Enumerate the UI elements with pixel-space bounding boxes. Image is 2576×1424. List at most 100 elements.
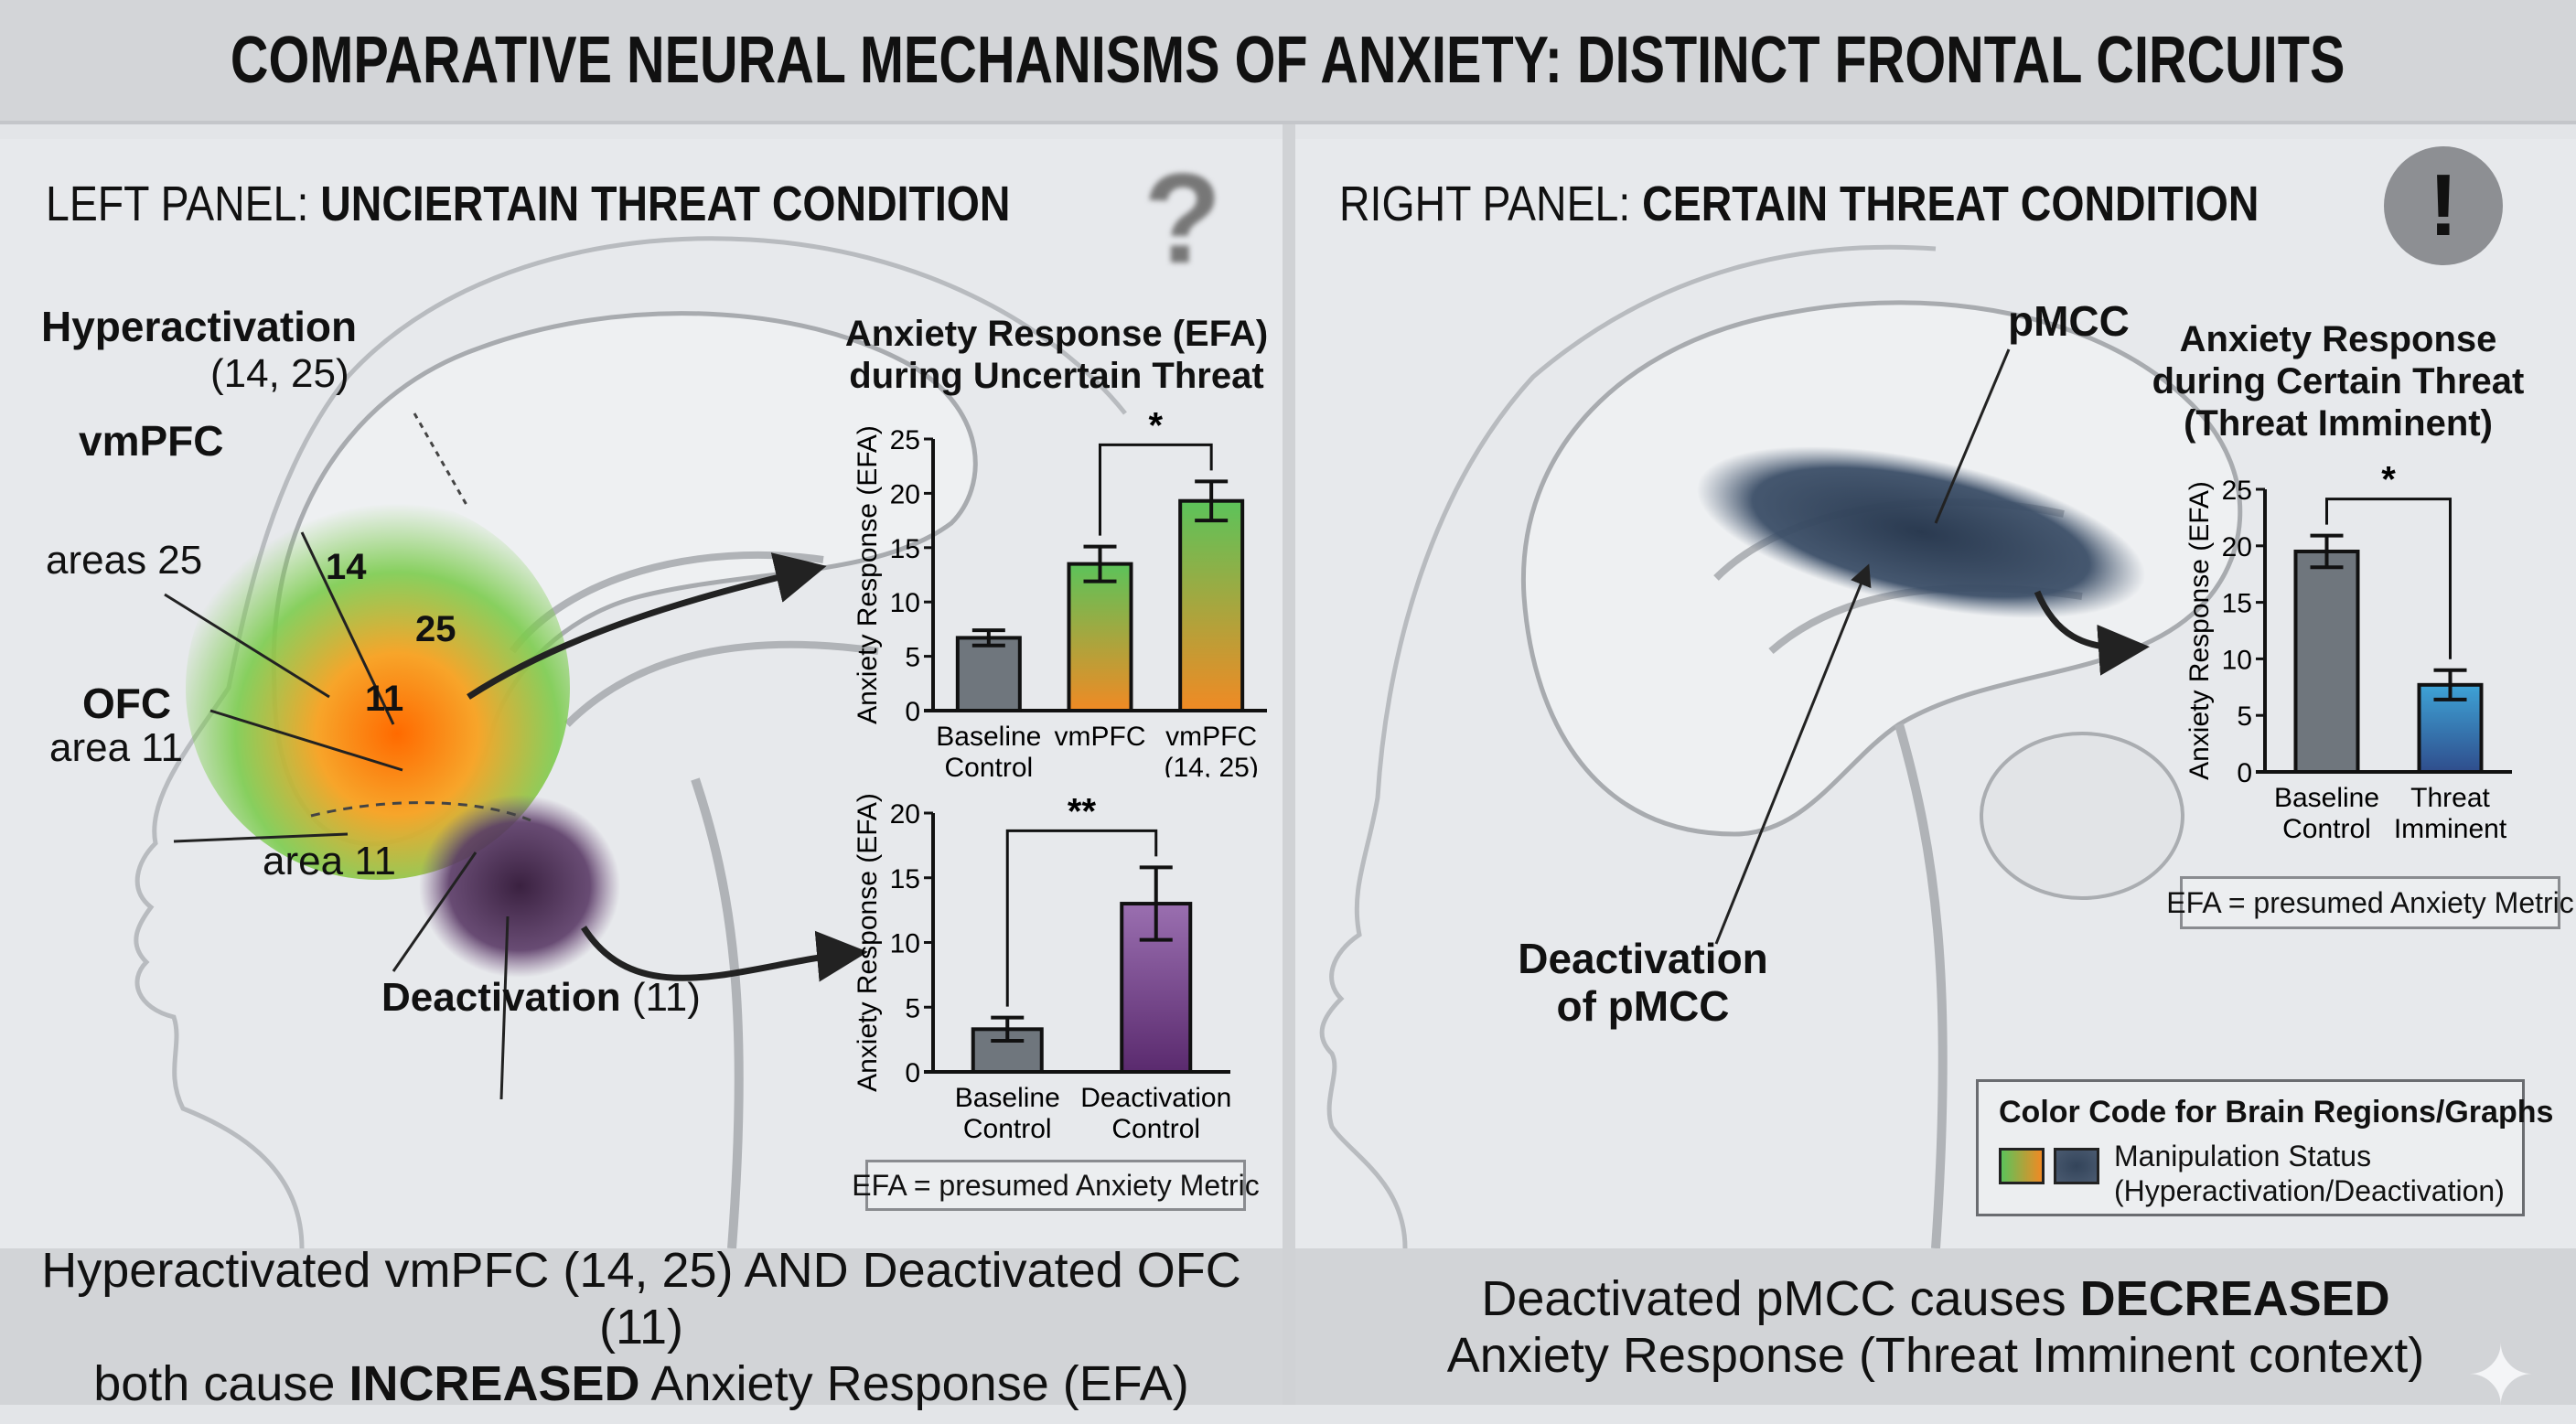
brainstem: [1894, 723, 1948, 1248]
arrow-to-chart3: [2034, 590, 2150, 676]
left-caption-line2: both cause INCREASED Anxiety Response (E…: [93, 1355, 1189, 1412]
caption-emphasis: INCREASED: [349, 1355, 640, 1411]
efa-note-right: EFA = presumed Anxiety Metric: [2166, 876, 2574, 929]
left-panel: LEFT PANEL: UNCIERTAIN THREAT CONDITION …: [0, 139, 1283, 1411]
y-tick-label: 5: [905, 993, 920, 1023]
page-title: COMPARATIVE NEURAL MECHANISMS OF ANXIETY…: [231, 24, 2345, 97]
exclamation-icon: !: [2384, 146, 2503, 265]
significance-bracket: [1099, 443, 1213, 536]
chart1-title-line1: Anxiety Response (EFA): [844, 314, 1269, 354]
right-caption-line1: Deactivated pMCC causes DECREASED: [1481, 1270, 2389, 1327]
region-11: 11: [365, 679, 404, 719]
legend-swatch-hyperactivation: [1999, 1148, 2045, 1184]
significance-label: *: [2381, 460, 2396, 500]
chart1-title-line2: during Uncertain Threat: [849, 356, 1264, 396]
left-caption-line1: Hyperactivated vmPFC (14, 25) AND Deacti…: [41, 1242, 1241, 1354]
y-tick-label: 10: [890, 929, 920, 959]
deactivation-area: (11): [631, 975, 701, 1020]
legend-line2: (Hyperactivation/Deactivation): [2114, 1174, 2505, 1207]
x-tick-label: (14, 25): [1164, 753, 1258, 777]
y-tick-label: 5: [2237, 701, 2252, 732]
y-tick-label: 25: [890, 425, 920, 455]
label-vmpfc: vmPFC: [79, 417, 224, 465]
caption-text: Anxiety Response (EFA): [639, 1355, 1189, 1411]
error-bar: [1195, 479, 1229, 523]
panel-title-condition: CERTAIN THREAT CONDITION: [1642, 177, 2259, 231]
x-tick-label: Deactivation: [1080, 1083, 1231, 1113]
legend-line1: Manipulation Status: [2114, 1140, 2372, 1172]
panel-title-prefix: RIGHT PANEL:: [1339, 177, 1643, 231]
error-bar: [2310, 533, 2344, 570]
y-axis-label: Anxiety Response (EFA): [853, 425, 883, 724]
error-bar: [1139, 865, 1173, 942]
right-caption: Deactivated pMCC causes DECREASED Anxiet…: [1295, 1248, 2576, 1405]
deact-line1: Deactivation: [1518, 935, 1768, 982]
y-tick-label: 20: [2222, 532, 2252, 562]
legend-swatch-deactivation: [2054, 1148, 2099, 1184]
y-tick-label: 20: [890, 479, 920, 509]
y-tick-label: 15: [890, 864, 920, 894]
y-tick-label: 0: [905, 697, 920, 727]
y-tick-label: 5: [905, 643, 920, 673]
left-caption: Hyperactivated vmPFC (14, 25) AND Deacti…: [0, 1243, 1283, 1411]
error-bar: [2433, 668, 2467, 701]
x-tick-label: Baseline: [936, 722, 1041, 752]
left-panel-title: LEFT PANEL: UNCIERTAIN THREAT CONDITION: [46, 176, 1010, 232]
y-tick-label: 0: [905, 1058, 920, 1088]
x-tick-label: vmPFC: [1055, 722, 1146, 752]
region-14: 14: [326, 547, 367, 587]
legend-title: Color Code for Brain Regions/Graphs: [1999, 1095, 2554, 1130]
brainstem: [691, 777, 744, 1248]
deact-line2: of pMCC: [1556, 982, 1730, 1030]
y-tick-label: 15: [2222, 589, 2252, 619]
question-mark-icon: ?: [1143, 146, 1222, 290]
right-panel: RIGHT PANEL: CERTAIN THREAT CONDITION ! …: [1295, 139, 2576, 1422]
caption-emphasis: DECREASED: [2079, 1270, 2390, 1326]
y-axis-label: Anxiety Response (EFA): [853, 793, 883, 1092]
right-panel-title: RIGHT PANEL: CERTAIN THREAT CONDITION: [1339, 176, 2259, 232]
x-tick-label: Baseline: [2274, 783, 2379, 813]
deactivation-word: Deactivation: [381, 975, 621, 1020]
head-profile: [1319, 244, 1937, 1248]
y-tick-label: 15: [890, 534, 920, 564]
significance-label: *: [1149, 405, 1164, 445]
x-tick-label: Imminent: [2394, 814, 2507, 844]
caption-text: Deactivated pMCC causes: [1481, 1270, 2080, 1326]
panel-title-condition: UNCIERTAIN THREAT CONDITION: [320, 177, 1011, 231]
label-areas-25: areas 25: [46, 538, 203, 583]
error-bar: [991, 1015, 1025, 1044]
chart3-title-line2: during Certain Threat: [2152, 361, 2525, 402]
panel-divider: [1283, 124, 1295, 1405]
hyperactivation-region: [186, 496, 570, 880]
significance-bracket: [1005, 829, 1158, 1007]
color-legend: Color Code for Brain Regions/Graphs Mani…: [1976, 1079, 2553, 1216]
y-tick-label: 20: [890, 799, 920, 830]
label-area-11: area 11: [263, 839, 396, 883]
y-tick-label: 25: [2222, 476, 2252, 506]
arrow-to-chart2: [581, 926, 868, 982]
cerebellum: [1980, 732, 2184, 900]
sparkle-icon: ✦: [2466, 1331, 2536, 1422]
left-brain-illustration: [134, 236, 1127, 1248]
label-ofc: OFC: [82, 680, 172, 727]
header-bar: COMPARATIVE NEURAL MECHANISMS OF ANXIETY…: [0, 0, 2576, 124]
deactivation-region: [419, 795, 620, 978]
chart3-title-line1: Anxiety Response: [2179, 319, 2497, 359]
legend-text: Manipulation Status(Hyperactivation/Deac…: [2114, 1139, 2505, 1208]
right-brain-illustration: [1319, 244, 2243, 1248]
bar: [955, 636, 1022, 712]
y-axis-label: Anxiety Response (EFA): [2184, 481, 2215, 780]
y-tick-label: 0: [2237, 758, 2252, 788]
head-profile: [134, 236, 1127, 1248]
x-tick-label: Control: [1111, 1114, 1200, 1143]
x-tick-label: Threat: [2410, 783, 2490, 813]
significance-bracket: [2325, 498, 2452, 659]
bar: [1178, 498, 1245, 712]
label-hyper-areas: (14, 25): [210, 351, 349, 396]
label-ofc-area: area 11: [49, 725, 183, 770]
right-caption-line2: Anxiety Response (Threat Imminent contex…: [1446, 1327, 2425, 1383]
x-tick-label: Control: [944, 753, 1033, 777]
